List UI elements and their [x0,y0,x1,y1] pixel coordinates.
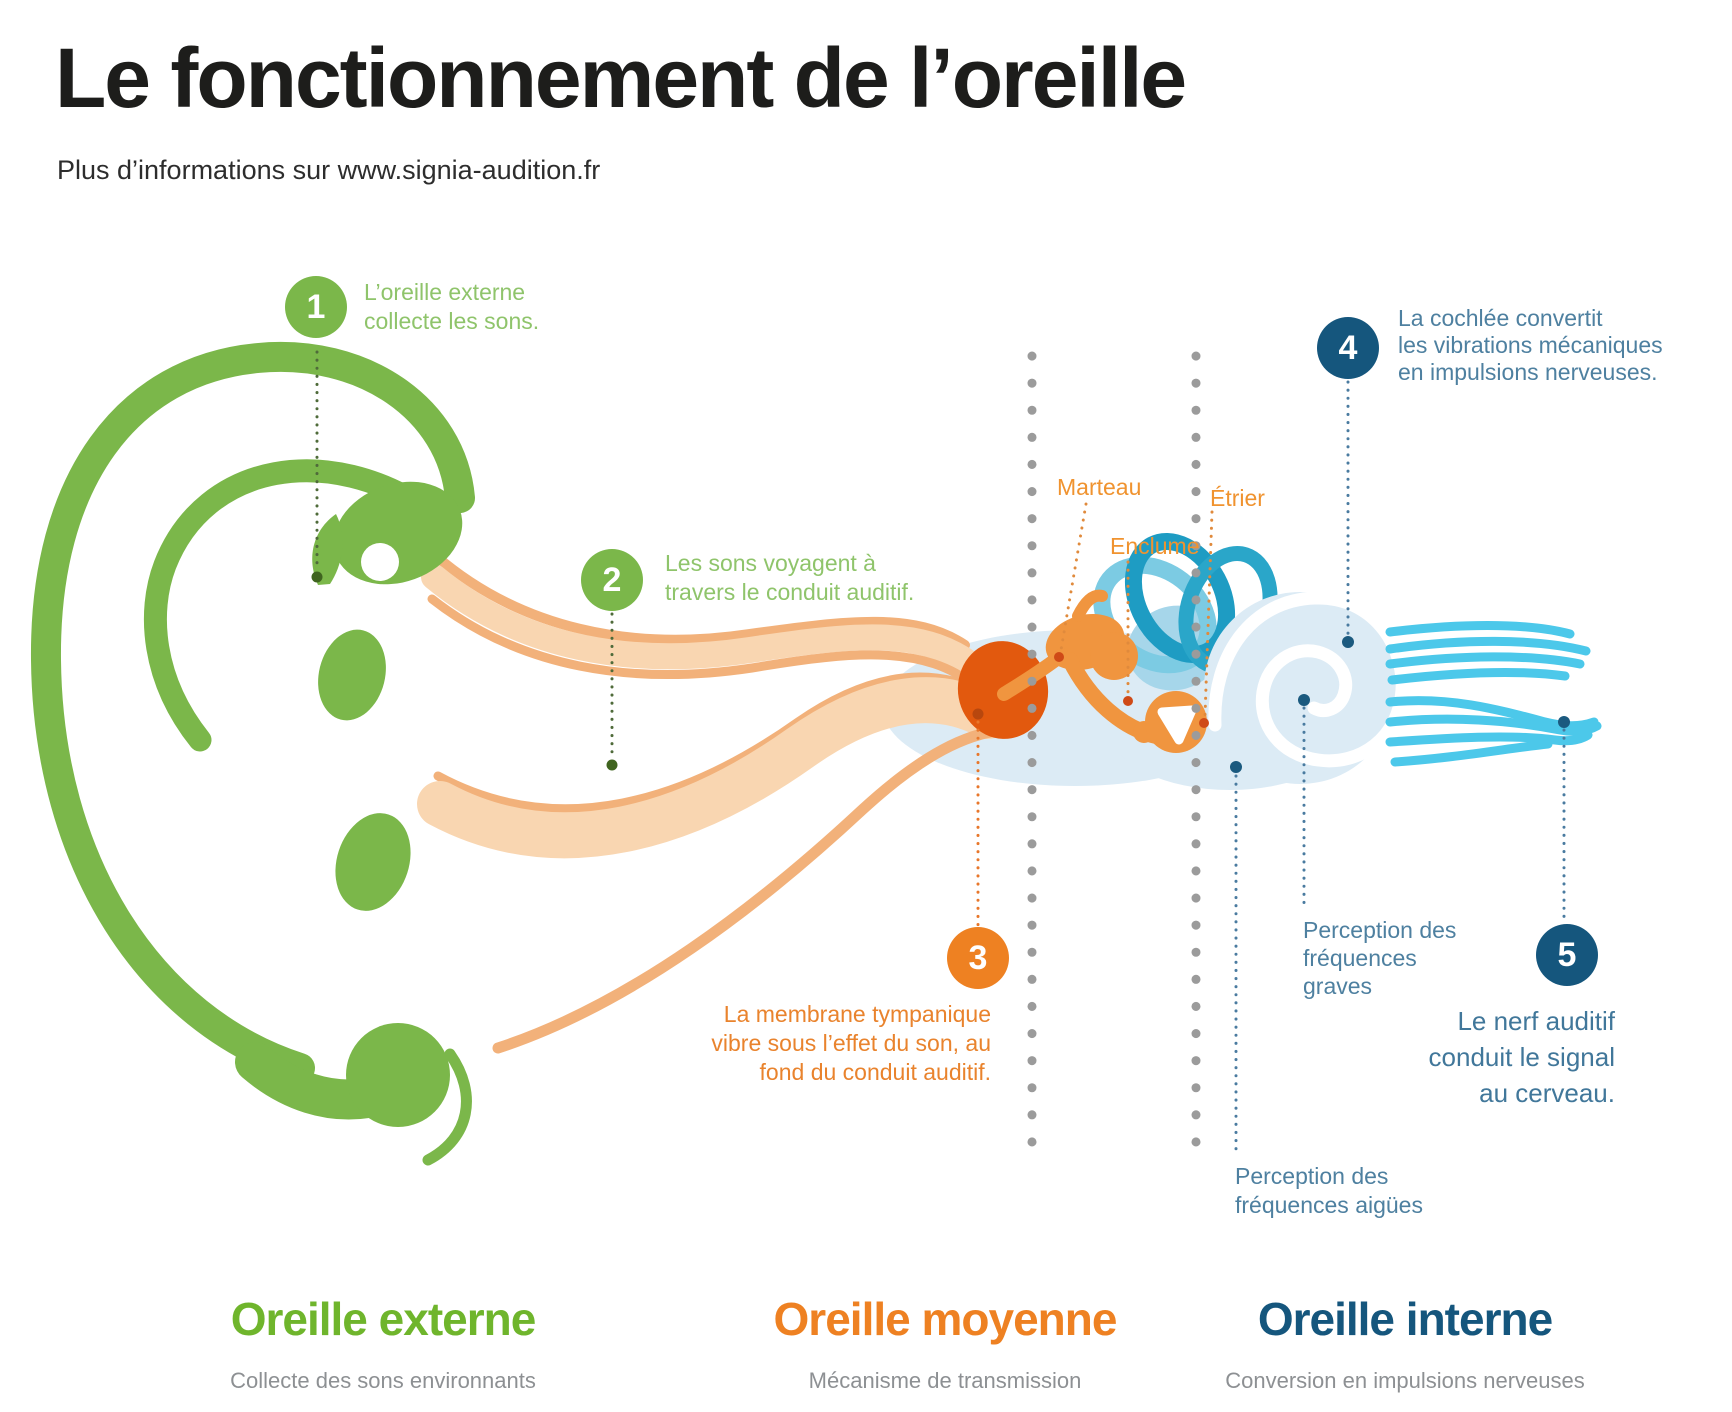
callout-4-badge: 4 [1317,317,1379,379]
callout-3-text: La membrane tympanique vibre sous l’effe… [711,1001,991,1085]
section-middle-ear-subtitle: Mécanisme de transmission [808,1368,1082,1393]
callout-2-text: Les sons voyagent à travers le conduit a… [665,550,915,605]
section-inner-ear: Oreille interne Conversion en impulsions… [1145,1292,1665,1394]
ear-lobe [346,1023,450,1127]
section-outer-ear: Oreille externe Collecte des sons enviro… [123,1292,643,1394]
stapes-connector [1203,510,1214,718]
helix-curve [30,341,475,1083]
callout-1-text: L’oreille externe collecte les sons. [364,279,540,334]
callout-connectors [315,350,1566,1158]
section-inner-ear-title: Oreille interne [1257,1293,1553,1345]
malleus-connector [1059,502,1088,652]
ear-canal [417,551,1011,1054]
cochlea-spiral [1208,591,1409,768]
page-title: Le fonctionnement de l’oreille [55,31,1187,125]
stapes-shape [1133,691,1207,753]
callout-3-badge: 3 [947,927,1009,989]
stapes-label: Étrier [1210,485,1265,511]
callout-2-badge: 2 [581,549,643,611]
outer-ear [30,341,475,1166]
section-outer-ear-subtitle: Collecte des sons environnants [230,1368,536,1393]
antihelix-curve [143,459,442,752]
section-dividers [1027,351,1201,1167]
callout-1-badge: 1 [285,276,347,338]
high-frequency-label: Perception des fréquences aigües [1235,1163,1423,1218]
callout-4-text: La cochlée convertit les vibrations méca… [1398,305,1663,385]
antitragus-blob [335,813,411,911]
auditory-nerve [1385,621,1602,767]
section-outer-ear-title: Oreille externe [230,1293,537,1345]
incus-label: Enclume [1110,533,1200,559]
cochlea [1204,591,1409,784]
malleus-label: Marteau [1057,474,1142,500]
section-middle-ear-title: Oreille moyenne [773,1293,1118,1345]
tragus-blob [318,629,386,721]
low-frequency-label: Perception des fréquences graves [1303,917,1457,999]
ossicles [997,589,1207,753]
page-subtitle: Plus d’informations sur www.signia-audit… [57,155,601,185]
callout-5-text: Le nerf auditif conduit le signal au cer… [1428,1006,1615,1108]
connector-dots [311,571,1570,773]
section-inner-ear-subtitle: Conversion en impulsions nerveuses [1225,1368,1585,1393]
callout-5-badge: 5 [1536,924,1598,986]
section-middle-ear: Oreille moyenne Mécanisme de transmissio… [685,1292,1205,1394]
